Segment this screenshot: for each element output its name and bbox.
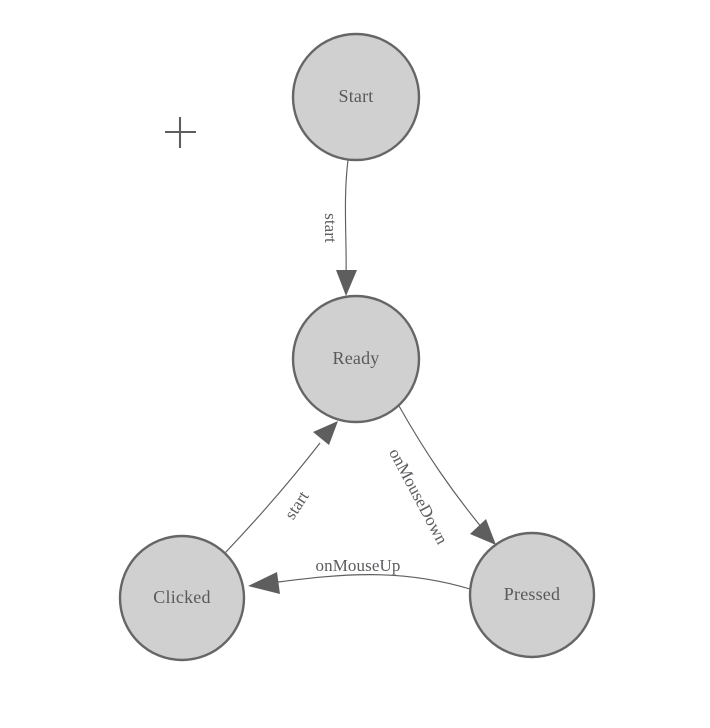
node-circle-start[interactable] (291, 32, 421, 162)
arrowhead-ready-to-pressed (470, 519, 496, 545)
node-label-start: Start (339, 86, 374, 106)
edge-label-ready-to-pressed: onMouseDown (385, 445, 452, 548)
node-circle-ready[interactable] (291, 294, 421, 424)
edge-label-clicked-to-ready: start (281, 487, 313, 522)
node-label-ready: Ready (333, 348, 380, 368)
node-pressed[interactable]: Pressed (468, 531, 596, 659)
edge-pressed-to-clicked[interactable]: onMouseUp (248, 556, 471, 594)
edge-ready-to-pressed[interactable]: onMouseDown (385, 405, 496, 548)
edge-path-ready-to-pressed (398, 405, 488, 535)
node-clicked[interactable]: Clicked (118, 534, 246, 662)
edge-label-pressed-to-clicked: onMouseUp (316, 556, 401, 575)
node-label-clicked: Clicked (153, 587, 210, 607)
crosshair-icon (165, 117, 196, 148)
node-start[interactable]: Start (291, 32, 421, 162)
edge-path-pressed-to-clicked (277, 574, 471, 590)
edge-path-clicked-to-ready (224, 442, 321, 554)
node-circle-pressed[interactable] (468, 531, 596, 659)
edge-path-start-to-ready (344, 159, 349, 279)
node-ready[interactable]: Ready (291, 294, 421, 424)
edge-start-to-ready[interactable]: start (321, 159, 357, 296)
node-label-pressed: Pressed (504, 584, 560, 604)
edge-clicked-to-ready[interactable]: start (224, 421, 338, 554)
arrowhead-start-to-ready (336, 270, 357, 296)
edge-label-start-to-ready: start (321, 213, 340, 243)
arrowhead-clicked-to-ready (313, 421, 338, 445)
node-circle-clicked[interactable] (118, 534, 246, 662)
arrowhead-pressed-to-clicked (248, 572, 280, 594)
